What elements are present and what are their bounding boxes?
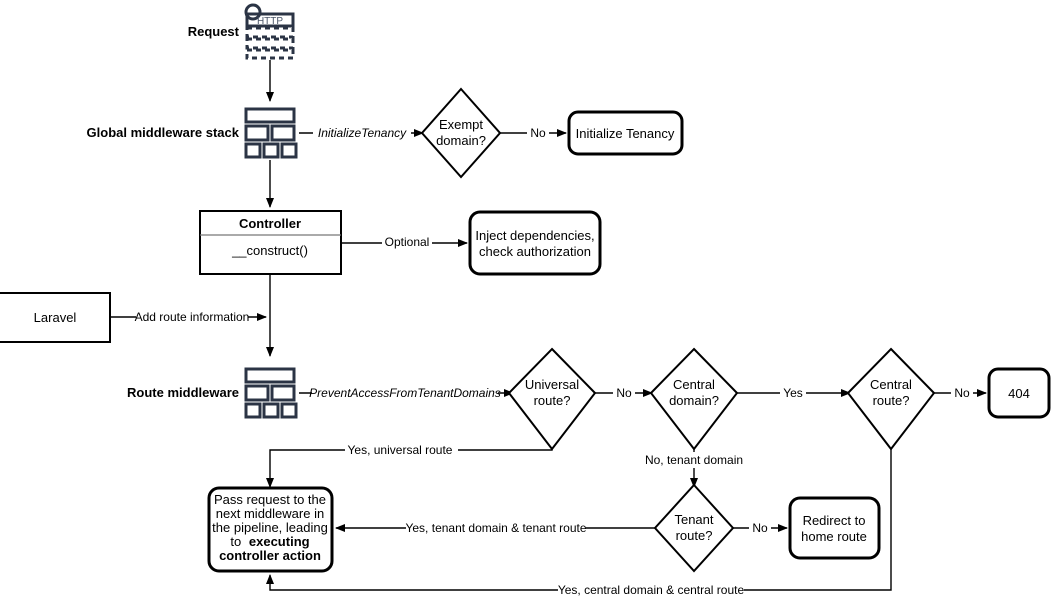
node-pass-request: Pass request to the next middleware in t… [207, 486, 334, 573]
pass-request-line5: controller action [219, 548, 321, 563]
node-404: 404 [987, 367, 1051, 419]
node-redirect-home-route: Redirect to home route [788, 496, 881, 560]
pass-request-line2: next middleware in [216, 506, 324, 521]
http-request-icon: HTTP [244, 3, 295, 60]
edge-label-no-tenant-domain: No, tenant domain [645, 453, 743, 467]
svg-text:to executing: to executing [230, 534, 309, 549]
edge-label-initialize-tenancy-middleware: InitializeTenancy [318, 126, 407, 140]
redirect-line2: home route [801, 529, 867, 544]
node-controller: Controller __construct() [199, 210, 342, 275]
middleware-stack-icon-route [244, 367, 298, 419]
decision-exempt-domain: Exempt domain? [420, 87, 502, 179]
edge-label-central-route-no: No [954, 386, 970, 400]
edge-label-universal-route-no: No [616, 386, 632, 400]
initialize-tenancy-label: Initialize Tenancy [576, 126, 675, 141]
tenant-route-line2: route? [676, 528, 713, 543]
edge-label-yes-universal-route: Yes, universal route [348, 443, 453, 457]
decision-universal-route: Universal route? [507, 347, 597, 451]
node-laravel: Laravel [0, 292, 111, 343]
pass-request-line4: to [230, 534, 241, 549]
not-found-label: 404 [1008, 386, 1030, 401]
edge-label-prevent-access-from-tenant-domains: PreventAccessFromTenantDomains [309, 386, 501, 400]
central-domain-line1: Central [673, 377, 715, 392]
edge-label-add-route-information: Add route information [135, 310, 250, 324]
pass-request-line4-bold: executing [249, 534, 310, 549]
http-badge-label: HTTP [257, 16, 283, 27]
controller-method: __construct() [231, 243, 308, 258]
decision-central-domain: Central domain? [649, 347, 739, 451]
laravel-label: Laravel [34, 310, 77, 325]
universal-route-line1: Universal [525, 377, 579, 392]
edge-label-yes-central-domain-central-route: Yes, central domain & central route [558, 583, 745, 597]
decision-central-route: Central route? [846, 347, 936, 451]
pass-request-line1: Pass request to the [214, 492, 326, 507]
middleware-stack-icon-global [244, 107, 298, 159]
tenant-route-line1: Tenant [674, 512, 713, 527]
label-route-middleware: Route middleware [127, 385, 239, 400]
decision-tenant-route: Tenant route? [653, 483, 735, 573]
central-domain-line2: domain? [669, 393, 719, 408]
edge-label-central-domain-yes: Yes [783, 386, 803, 400]
edge-label-exempt-domain-no: No [530, 126, 546, 140]
central-route-line1: Central [870, 377, 912, 392]
inject-dependencies-line1: Inject dependencies, [475, 228, 594, 243]
pass-request-line3: the pipeline, leading [212, 520, 328, 535]
controller-title: Controller [239, 216, 301, 231]
label-global-middleware-stack: Global middleware stack [87, 125, 240, 140]
inject-dependencies-line2: check authorization [479, 244, 591, 259]
edge-label-optional: Optional [385, 235, 430, 249]
redirect-line1: Redirect to [803, 513, 866, 528]
exempt-domain-line1: Exempt [439, 117, 483, 132]
exempt-domain-line2: domain? [436, 133, 486, 148]
node-initialize-tenancy: Initialize Tenancy [567, 110, 684, 156]
label-request: Request [188, 24, 240, 39]
universal-route-line2: route? [534, 393, 571, 408]
edge-label-tenant-route-no: No [752, 521, 768, 535]
node-inject-dependencies: Inject dependencies, check authorization [468, 210, 602, 276]
central-route-line2: route? [873, 393, 910, 408]
edge-label-yes-tenant-domain-tenant-route: Yes, tenant domain & tenant route [405, 521, 586, 535]
